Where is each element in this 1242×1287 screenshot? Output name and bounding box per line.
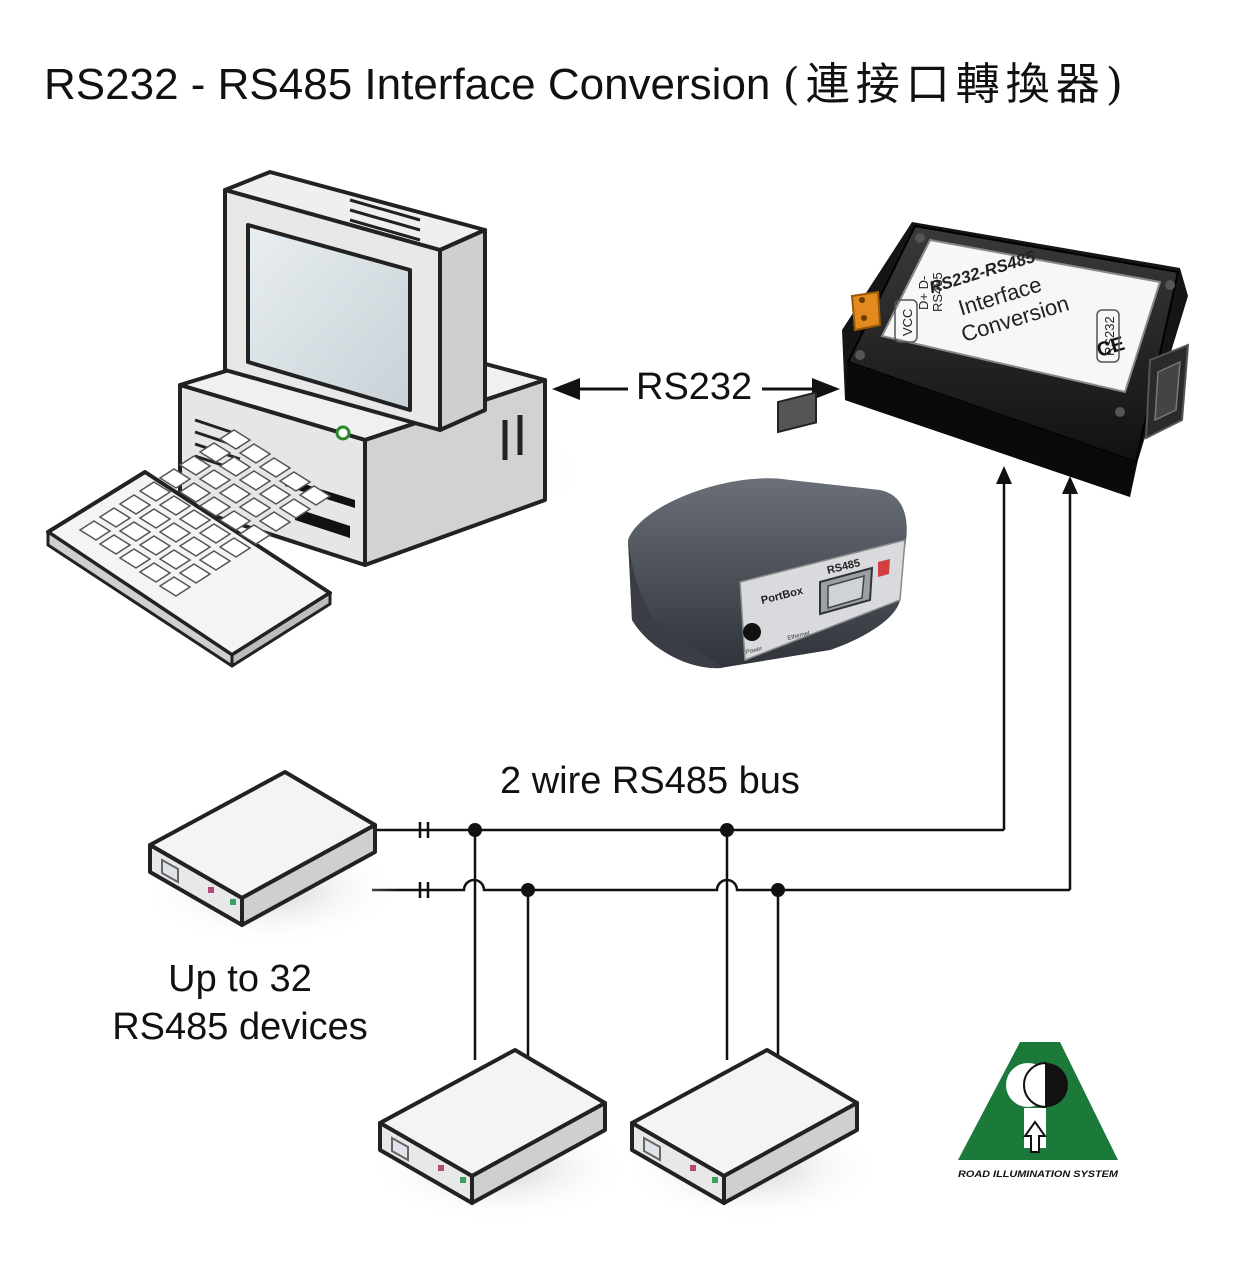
keyboard-key <box>298 485 332 506</box>
devices-caption-line2: RS485 devices <box>112 1006 368 1048</box>
keyboard-key <box>278 471 312 492</box>
keyboard-icon <box>46 429 332 668</box>
rs485-device-icon <box>140 770 400 945</box>
converter-rs485-label: RS485 <box>930 272 945 312</box>
keyboard-key <box>138 562 172 583</box>
keyboard-key <box>178 563 212 584</box>
keyboard-key <box>238 524 272 545</box>
converter-dplus-label: D+ D- <box>916 276 931 310</box>
title-main: RS232 - RS485 Interface Conversion <box>44 60 783 109</box>
portbox-ethernet-label: Ethernet <box>787 631 811 642</box>
keyboard-key <box>178 482 212 503</box>
computer-icon <box>178 170 590 567</box>
keyboard-key <box>178 509 212 530</box>
keyboard-key <box>98 507 132 528</box>
keyboard-key <box>178 536 212 557</box>
keyboard-key <box>118 521 152 542</box>
logo-text: ROAD ILLUMINATION SYSTEM <box>958 1169 1119 1180</box>
portbox-power-label: Power <box>745 646 763 656</box>
logo-icon: ROAD ILLUMINATION SYSTEM <box>958 1042 1119 1180</box>
converter-vcc-label: VCC <box>900 309 915 336</box>
keyboard-key <box>198 442 232 463</box>
keyboard-key <box>238 443 272 464</box>
keyboard-key <box>158 522 192 543</box>
keyboard-key <box>238 470 272 491</box>
keyboard-key <box>158 468 192 489</box>
keyboard-key <box>198 469 232 490</box>
keyboard-key <box>218 483 252 504</box>
rs485-device-icon <box>370 1048 630 1223</box>
keyboard-key <box>218 456 252 477</box>
keyboard-key <box>138 481 172 502</box>
bus-arrowheads <box>996 466 1078 494</box>
keyboard-key <box>118 494 152 515</box>
devices-caption-line1: Up to 32 <box>168 958 312 1000</box>
keyboard-key <box>118 548 152 569</box>
keyboard-key <box>158 549 192 570</box>
keyboard-key <box>218 429 252 450</box>
keyboard-key <box>178 455 212 476</box>
keyboard-key <box>138 508 172 529</box>
keyboard-key <box>218 510 252 531</box>
keyboard-key <box>258 457 292 478</box>
converter-rs232-label: RS232 <box>1102 316 1117 356</box>
keyboard-key <box>258 511 292 532</box>
keyboard-key <box>278 498 312 519</box>
portbox-icon: PortBox RS485 Power Ethernet <box>628 391 907 669</box>
keyboard-key <box>138 535 172 556</box>
rs485-device-icon <box>622 1048 882 1223</box>
bus-label: 2 wire RS485 bus <box>500 760 800 802</box>
devices-caption: Up to 32 RS485 devices <box>100 955 380 1051</box>
bus-junction-dots <box>468 823 785 897</box>
rs232-link-arrow <box>552 378 840 400</box>
keyboard-key <box>198 523 232 544</box>
title-cjk: (連接口轉換器) <box>782 59 1129 110</box>
keyboard-key <box>78 520 112 541</box>
keyboard-key <box>238 497 272 518</box>
keyboard-key <box>258 484 292 505</box>
keyboard-key <box>198 550 232 571</box>
keyboard-key <box>198 496 232 517</box>
rs232-link-label: RS232 <box>636 366 753 408</box>
keyboard-key <box>158 576 192 597</box>
page-title: RS232 - RS485 Interface Conversion (連接口轉… <box>44 48 1129 112</box>
keyboard-key <box>98 534 132 555</box>
keyboard-key <box>158 495 192 516</box>
keyboard-key <box>218 537 252 558</box>
converter-box-icon: RS232-RS485 Interface Conversion CE VCC … <box>842 222 1190 497</box>
